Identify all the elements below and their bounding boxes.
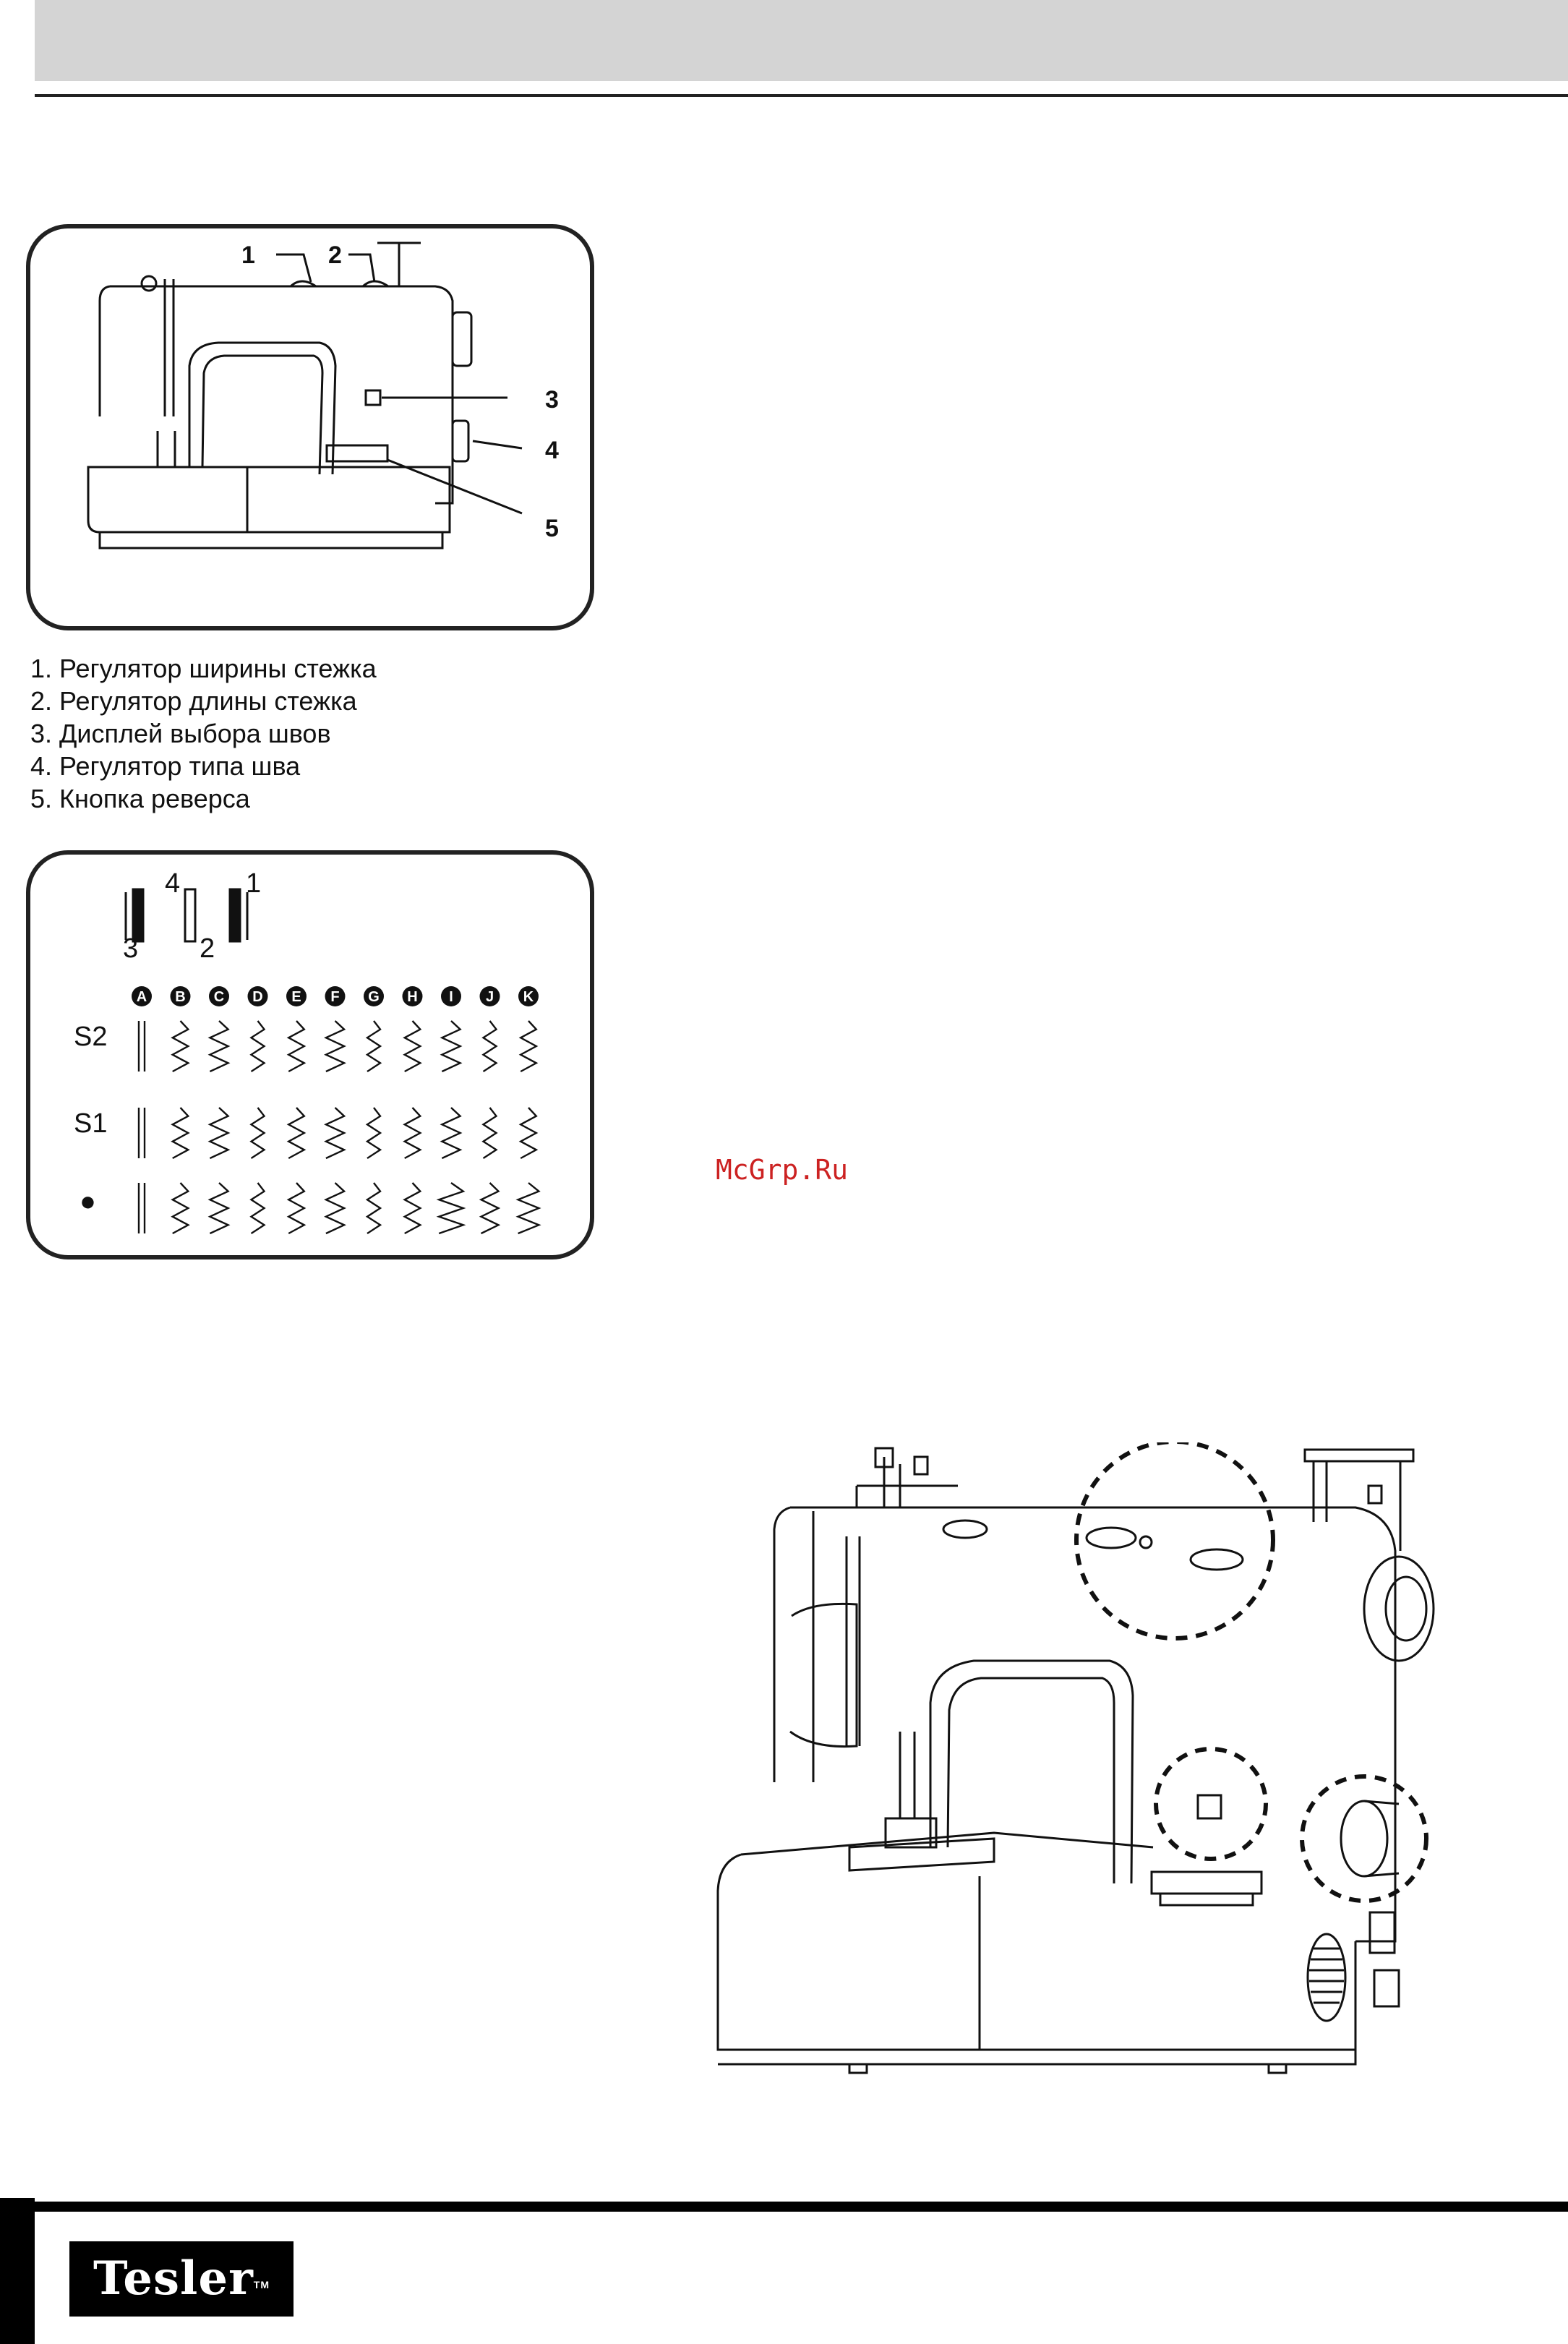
footer-rule: [0, 2202, 1568, 2212]
callout-3: 3: [545, 386, 559, 414]
stitch-pattern-glyph: [326, 1021, 344, 1072]
stitch-pattern-glyph: [173, 1021, 189, 1072]
stitch-pattern-glyph: [518, 1183, 539, 1233]
stitch-pattern-glyph: [288, 1021, 304, 1072]
stitch-pattern-glyph: [173, 1108, 189, 1158]
stitch-pattern-glyph: [173, 1183, 189, 1233]
stitch-pattern-glyph: [210, 1183, 228, 1233]
stitch-pattern-glyph: [252, 1108, 265, 1158]
stitch-pattern-glyph: [288, 1108, 304, 1158]
stitch-pattern-glyph: [326, 1108, 344, 1158]
column-header-letter: F: [330, 989, 339, 1005]
column-header-letter: H: [407, 989, 417, 1005]
machine-diagram-panel: 1 2 3 4 5: [26, 224, 594, 630]
stitch-pattern-glyph: [520, 1108, 536, 1158]
watermark: McGrp.Ru: [716, 1154, 848, 1186]
column-header-letter: G: [368, 989, 380, 1005]
stitch-pattern-glyph: [367, 1108, 380, 1158]
stitch-pattern-glyph: [139, 1108, 145, 1158]
legend-item: 5. Кнопка реверса: [30, 782, 580, 815]
machine-legend: 1. Регулятор ширины стежка 2. Регулятор …: [30, 652, 580, 815]
row-label-s2: S2: [74, 1022, 107, 1052]
stitch-pattern-glyph: [210, 1108, 228, 1158]
legend-item: 1. Регулятор ширины стежка: [30, 652, 580, 685]
column-header-letter: A: [137, 989, 147, 1005]
stitch-pattern-glyph: [288, 1183, 304, 1233]
column-header-letter: D: [252, 989, 262, 1005]
machine-front-illustration: 1 2 3 4 5: [30, 228, 599, 635]
stitch-patterns: [139, 1021, 539, 1233]
page-header-bar: [35, 0, 1568, 81]
stitch-pattern-glyph: [484, 1021, 497, 1072]
column-header-letter: J: [486, 989, 494, 1005]
stitch-pattern-glyph: [405, 1183, 421, 1233]
stitch-pattern-glyph: [252, 1183, 265, 1233]
stitch-pattern-glyph: [367, 1183, 380, 1233]
stitch-pattern-glyph: [139, 1183, 145, 1233]
indicator-number: 4: [165, 868, 180, 899]
column-header-letter: K: [523, 989, 534, 1005]
callout-1: 1: [241, 241, 255, 269]
callout-2: 2: [328, 241, 342, 269]
stitch-pattern-glyph: [405, 1021, 421, 1072]
indicator-number: 1: [246, 868, 261, 899]
indicator-number: 3: [123, 933, 138, 964]
stitch-pattern-glyph: [481, 1183, 499, 1233]
stitch-pattern-glyph: [405, 1108, 421, 1158]
legend-item: 2. Регулятор длины стежка: [30, 685, 580, 717]
stitch-pattern-glyph: [439, 1183, 463, 1233]
stitch-pattern-glyph: [484, 1108, 497, 1158]
callout-5: 5: [545, 515, 559, 542]
stitch-column-headers: A B C D E F G H I J K: [132, 986, 539, 1006]
header-rule: [35, 94, 1568, 97]
stitch-pattern-glyph: [139, 1021, 145, 1072]
stitch-pattern-glyph: [252, 1021, 265, 1072]
stitch-pattern-glyph: [210, 1021, 228, 1072]
stitch-pattern-glyph: [520, 1021, 536, 1072]
column-header-letter: B: [175, 989, 185, 1005]
legend-item: 3. Дисплей выбора швов: [30, 717, 580, 750]
stitch-pattern-glyph: [442, 1108, 460, 1158]
tesler-logo: TeslerTM: [69, 2241, 294, 2317]
stitch-pattern-glyph: [326, 1183, 344, 1233]
row-label-s1: S1: [74, 1108, 107, 1139]
stitch-chart: 3 4 2 1 A B C D E F G H I J K S2 S1 ●: [30, 855, 599, 1264]
legend-item: 4. Регулятор типа шва: [30, 750, 580, 782]
row-marker-dot: ●: [80, 1186, 96, 1217]
footer-corner: [0, 2198, 35, 2344]
stitch-pattern-glyph: [367, 1021, 380, 1072]
column-header-letter: C: [214, 989, 224, 1005]
stitch-display-panel: 3 4 2 1 A B C D E F G H I J K S2 S1 ●: [26, 850, 594, 1259]
highlight-circles: [1076, 1442, 1426, 1901]
callout-4: 4: [545, 437, 559, 464]
width-indicators: [126, 889, 247, 941]
stitch-pattern-glyph: [442, 1021, 460, 1072]
column-header-letter: E: [291, 989, 301, 1005]
column-header-letter: I: [449, 989, 453, 1005]
indicator-number: 2: [200, 933, 215, 964]
sewing-machine-illustration: [705, 1442, 1442, 2093]
